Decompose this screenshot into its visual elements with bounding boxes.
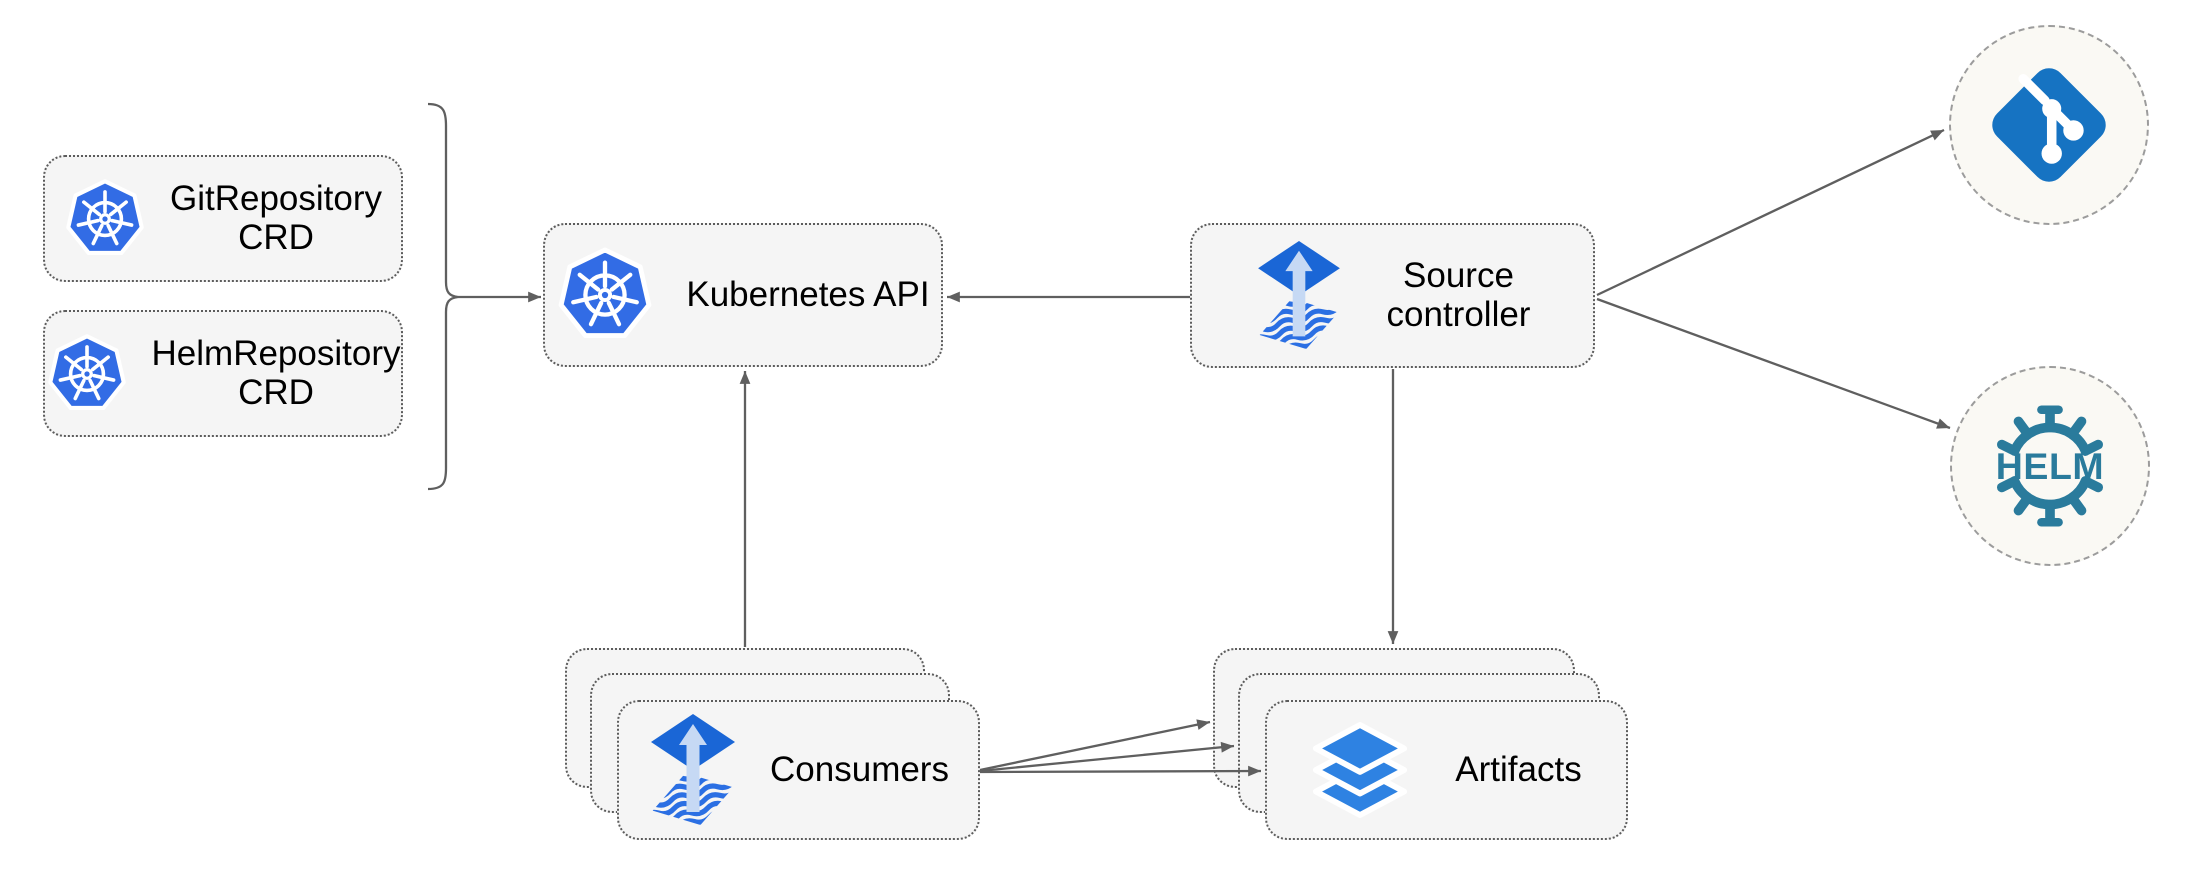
helm-wordmark: HELM: [1996, 445, 2104, 487]
arrow-consumers-to-artifacts-2: [979, 741, 1235, 773]
node-consumers: Consumers: [617, 700, 980, 840]
kubernetes-icon: [556, 246, 654, 344]
node-source-controller: Source controller: [1190, 223, 1595, 368]
source-controller-label: Source controller: [1386, 256, 1531, 334]
git-repository-crd-label: GitRepository CRD: [169, 179, 383, 257]
node-git-endpoint: [1949, 25, 2149, 225]
artifacts-label: Artifacts: [1455, 749, 1582, 789]
kubernetes-icon: [46, 333, 128, 415]
node-artifacts: Artifacts: [1265, 700, 1628, 840]
flux-icon: [648, 712, 738, 828]
bracket-crd-group: [427, 102, 459, 491]
flux-icon: [1255, 239, 1343, 352]
node-helm-endpoint: HELM: [1950, 366, 2150, 566]
git-icon: [1981, 57, 2117, 193]
layers-icon: [1311, 719, 1409, 821]
arrow-source-controller-to-helm: [1596, 297, 1951, 430]
helm-icon: HELM: [1996, 405, 2104, 527]
node-git-repository-crd: GitRepository CRD: [43, 155, 403, 282]
kubernetes-api-label: Kubernetes API: [686, 274, 930, 314]
arrow-source-controller-to-git: [1596, 128, 1945, 297]
node-helm-repository-crd: HelmRepository CRD: [43, 310, 403, 437]
helm-repository-crd-label: HelmRepository CRD: [151, 334, 401, 412]
kubernetes-icon: [64, 178, 146, 260]
node-kubernetes-api: Kubernetes API: [543, 223, 943, 367]
arrow-consumers-to-artifacts-1: [979, 719, 1211, 772]
consumers-label: Consumers: [770, 749, 949, 789]
